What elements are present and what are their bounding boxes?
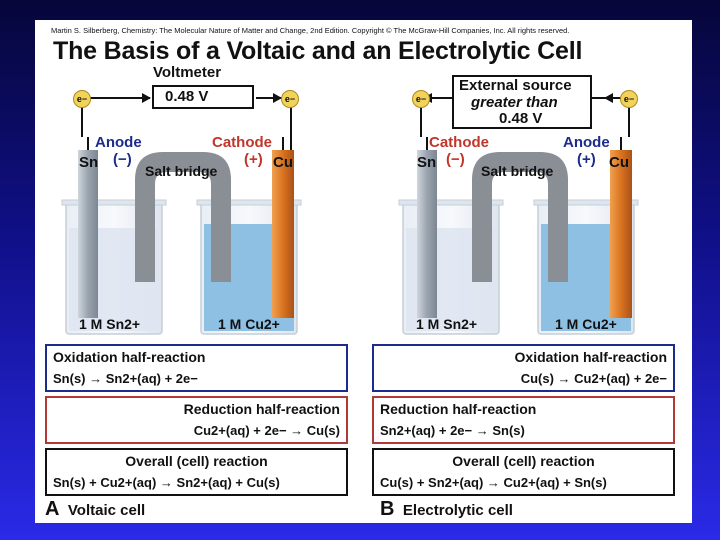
overall-eq-b: Cu(s) + Sn2+(aq) → Cu2+(aq) + Sn(s) — [380, 475, 607, 490]
reduction-title-a: Reduction half-reaction — [183, 401, 340, 417]
copper-label-b: Cu — [609, 154, 629, 171]
oxidation-eq-a: Sn(s) → Sn2+(aq) + 2e− — [53, 371, 198, 386]
copyright-line: Martin S. Silberberg, Chemistry: The Mol… — [51, 26, 570, 35]
external-source-box — [452, 75, 592, 129]
electron-icon: e− — [412, 90, 430, 108]
anode-label-a: Anode — [95, 134, 142, 151]
arrow-a-left — [142, 93, 151, 103]
salt-bridge-label-b: Salt bridge — [481, 163, 554, 179]
tin-label-a: Sn — [79, 154, 99, 171]
salt-bridge-a — [135, 152, 231, 282]
oxidation-title-b: Oxidation half-reaction — [514, 349, 667, 365]
source-line-3: 0.48 V — [499, 110, 543, 127]
arrow-b-right — [604, 93, 613, 103]
overall-title-b: Overall (cell) reaction — [452, 453, 595, 469]
solution-label-left-b: 1 M Sn2+ — [416, 316, 478, 332]
tin-electrode-b — [417, 150, 437, 318]
source-line-1: External source — [459, 77, 572, 94]
solution-label-right-b: 1 M Cu2+ — [555, 316, 617, 332]
voltmeter-label: Voltmeter — [153, 64, 222, 81]
cell-caption-b: B Electrolytic cell — [380, 498, 513, 521]
overall-title-a: Overall (cell) reaction — [125, 453, 268, 469]
oxidation-title-a: Oxidation half-reaction — [53, 349, 206, 365]
voltaic-apparatus — [61, 75, 639, 335]
reduction-eq-b: Sn2+(aq) + 2e− → Sn(s) — [380, 423, 525, 438]
cell-letter-b: B — [380, 498, 395, 520]
arrow-a-right — [273, 93, 282, 103]
cathode-label-b: Cathode — [429, 134, 489, 151]
tin-label-b: Sn — [417, 154, 437, 171]
overall-eq-a: Sn(s) + Cu2+(aq) → Sn2+(aq) + Cu(s) — [53, 475, 280, 490]
electron-icon: e− — [620, 90, 638, 108]
anode-label-b: Anode — [563, 134, 610, 151]
reduction-box-b: Reduction half-reaction Sn2+(aq) + 2e− →… — [372, 396, 675, 444]
anode-sign-b: (+) — [577, 151, 596, 168]
solution-label-right-a: 1 M Cu2+ — [218, 316, 280, 332]
copper-electrode-a — [272, 150, 294, 318]
source-line-2: greater than — [471, 94, 558, 111]
oxidation-box-b: Oxidation half-reaction Cu(s) → Cu2+(aq)… — [372, 344, 675, 392]
salt-bridge-b — [472, 152, 568, 282]
overall-box-a: Overall (cell) reaction Sn(s) + Cu2+(aq)… — [45, 448, 348, 496]
copper-label-a: Cu — [273, 154, 293, 171]
salt-bridge-label-a: Salt bridge — [145, 163, 218, 179]
slide: Martin S. Silberberg, Chemistry: The Mol… — [35, 20, 692, 523]
electron-icon: e− — [281, 90, 299, 108]
cathode-label-a: Cathode — [212, 134, 272, 151]
reduction-box-a: Reduction half-reaction Cu2+(aq) + 2e− →… — [45, 396, 348, 444]
overall-box-b: Overall (cell) reaction Cu(s) + Sn2+(aq)… — [372, 448, 675, 496]
voltmeter-reading: 0.48 V — [165, 88, 209, 105]
reduction-title-b: Reduction half-reaction — [380, 401, 537, 417]
cell-letter-a: A — [45, 498, 60, 520]
solution-label-left-a: 1 M Sn2+ — [79, 316, 141, 332]
tin-electrode-a — [78, 150, 98, 318]
anode-sign-a: (−) — [113, 151, 132, 168]
copper-electrode-b — [610, 150, 632, 318]
voltmeter-box — [152, 85, 254, 109]
cell-name-a: Voltaic cell — [67, 502, 146, 519]
page-title: The Basis of a Voltaic and an Electrolyt… — [53, 37, 583, 65]
cell-name-b: Electrolytic cell — [402, 502, 513, 519]
cathode-sign-a: (+) — [244, 151, 263, 168]
oxidation-eq-b: Cu(s) → Cu2+(aq) + 2e− — [520, 371, 667, 386]
oxidation-box-a: Oxidation half-reaction Sn(s) → Sn2+(aq)… — [45, 344, 348, 392]
reduction-eq-a: Cu2+(aq) + 2e− → Cu(s) — [193, 423, 340, 438]
cell-caption-a: A Voltaic cell — [45, 498, 145, 521]
cathode-sign-b: (−) — [446, 151, 465, 168]
electron-icon: e− — [73, 90, 91, 108]
